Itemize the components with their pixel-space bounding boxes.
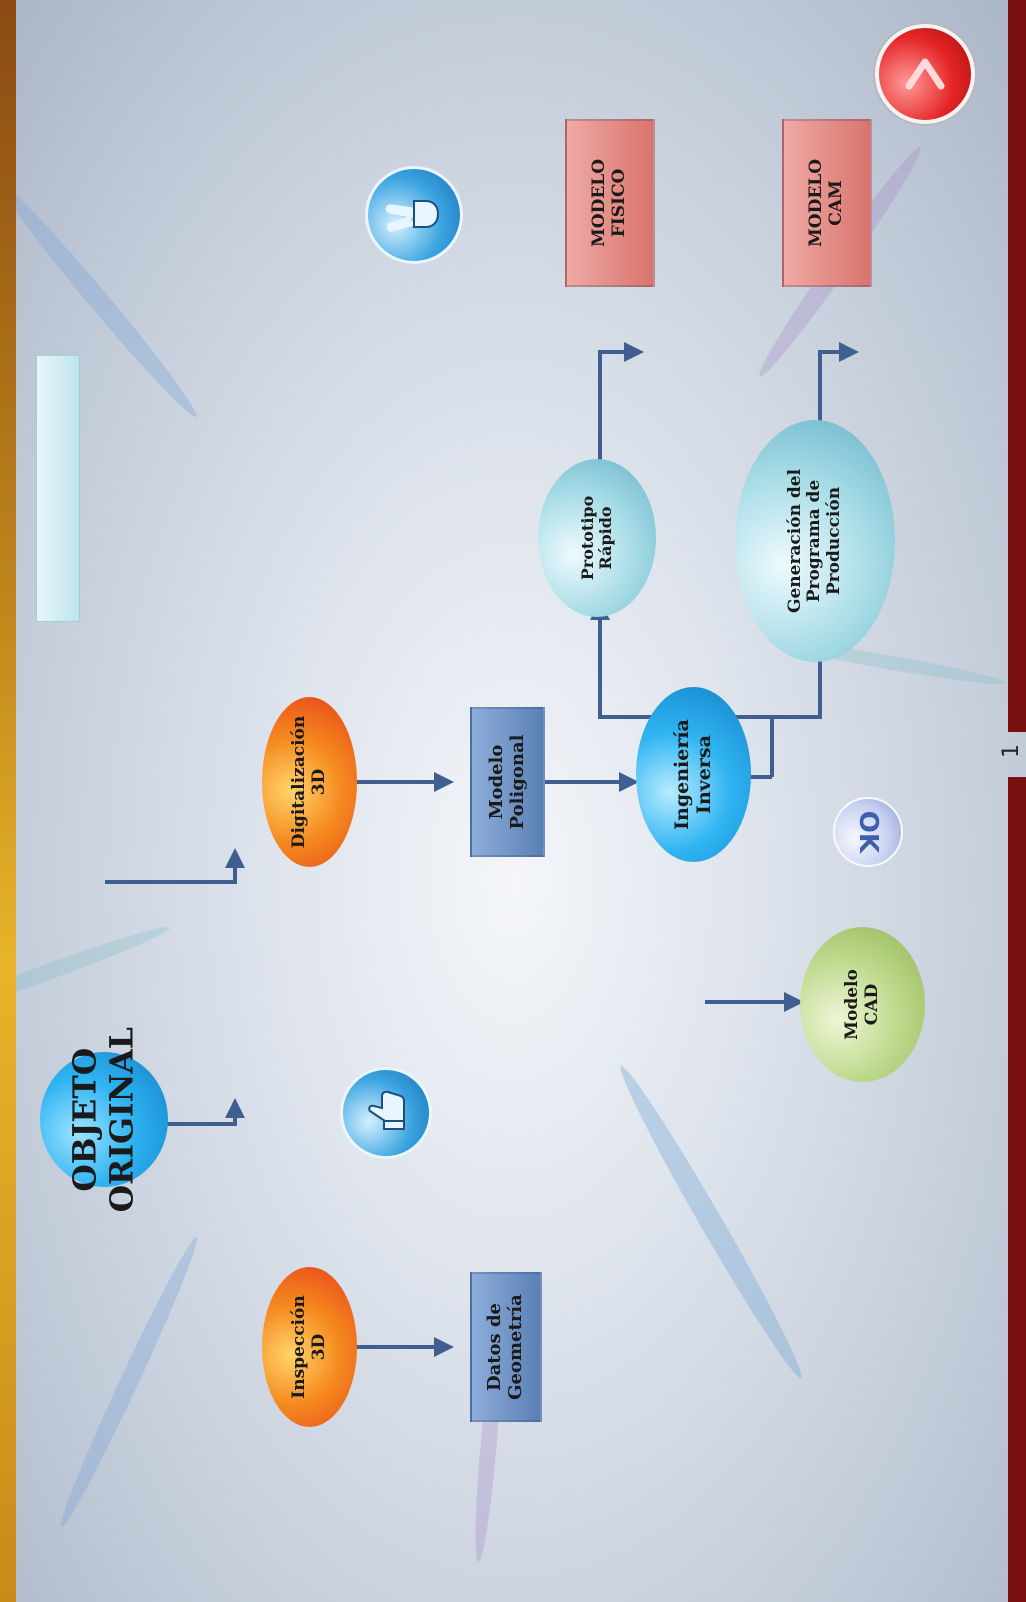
ok-icon: OK [853,810,883,854]
arrow-to-digitalizacion [105,848,245,884]
node-prototipo-rapido: Prototipo Rápido [538,459,656,617]
node-modelo-cam: MODELO CAM [782,119,872,287]
thumbs-up-button[interactable] [340,1067,432,1159]
node-objeto-original: OBJETO ORIGINAL [40,1027,168,1212]
victory-hand-icon [385,200,440,232]
next-button[interactable] [875,24,975,124]
node-ingenieria-inversa: Ingeniería Inversa [636,687,751,862]
thumbs-up-icon [368,1090,405,1130]
node-modelo-poligonal: Modelo Poligonal [470,707,545,857]
next-arrow-icon [905,58,945,90]
node-generacion-programa: Generación del Programa de Producción [735,420,895,662]
arrow-to-fisico [598,342,644,482]
ok-button[interactable]: OK [833,797,903,867]
victory-hand-button[interactable] [365,166,463,264]
page-number: 1 [998,744,1024,758]
node-digitalizacion-3d: Digitalización 3D [262,697,357,867]
node-modelo-cad: Modelo CAD [800,927,925,1082]
node-modelo-fisico: MODELO FISICO [565,119,655,287]
node-datos-geometria: Datos de Geometría [470,1272,542,1422]
arrow-to-cam [818,342,859,447]
node-inspeccion-3d: Inspección 3D [262,1267,357,1427]
